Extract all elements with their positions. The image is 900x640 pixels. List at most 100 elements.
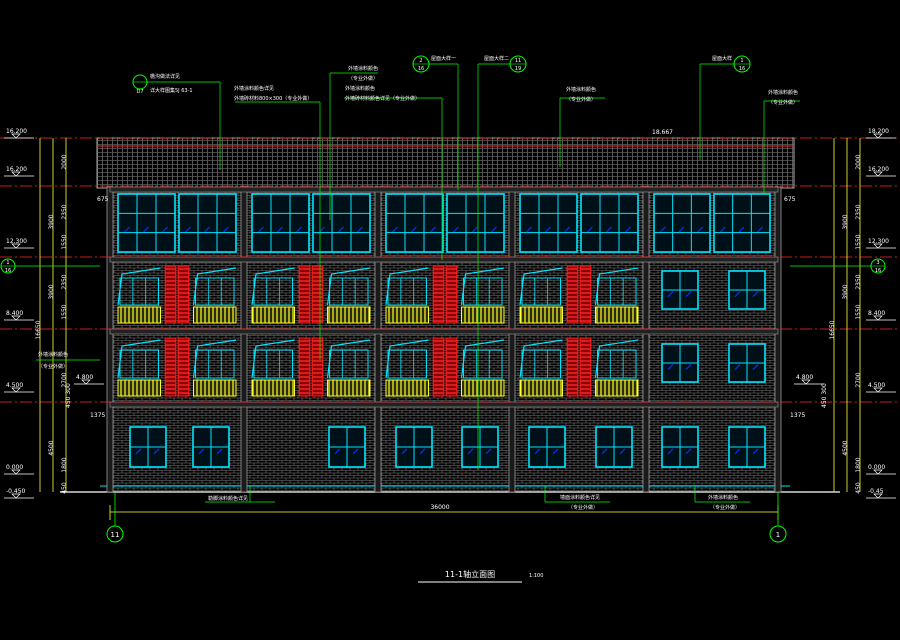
elevation-triangle [11, 133, 21, 139]
elevation-triangle [11, 171, 21, 177]
glass-mark [124, 226, 130, 233]
glass-mark [601, 448, 608, 455]
awning-frame [519, 267, 563, 306]
glass-mark [162, 226, 168, 233]
bottom-coating-line2: （专业外做） [710, 504, 740, 511]
glass-mark [392, 226, 398, 233]
side-right-tag-top: 3 [876, 260, 879, 266]
glass-mark [734, 448, 741, 455]
window [446, 193, 505, 253]
dimension-label: 2000 [855, 154, 862, 169]
dimension-label: 3900 [48, 284, 55, 299]
dimension-label: 2700 [855, 372, 862, 387]
balcony-railing [461, 306, 505, 324]
window-frame [580, 193, 639, 253]
dimension-label: 3900 [842, 284, 849, 299]
glass-mark [223, 226, 229, 233]
glass-mark [338, 226, 344, 233]
elevation-triangle [873, 315, 883, 321]
balcony-glazing [253, 277, 293, 306]
glass-mark [334, 448, 341, 455]
balcony-railing [595, 306, 639, 324]
elevation-label: 0.000 [868, 464, 885, 471]
glass-mark [697, 226, 704, 233]
glass-mark [719, 226, 726, 233]
awning-frame [192, 267, 237, 306]
balcony-railing [251, 306, 295, 324]
balcony-railing [519, 379, 563, 397]
awning-frame [594, 267, 639, 306]
callout-roof1-tag-bottom: 16 [418, 66, 424, 72]
elevation-triangle [873, 387, 883, 393]
shutter-panel [566, 265, 579, 324]
glass-mark [277, 226, 283, 233]
balcony-screen [251, 339, 295, 397]
shutter-panel [311, 265, 324, 324]
window [251, 193, 310, 253]
dimension-label: 1550 [61, 304, 68, 319]
column [240, 186, 248, 493]
awning-frame [251, 339, 295, 379]
window [661, 343, 699, 383]
glass-mark [752, 448, 759, 455]
callout-side-right: 3 16 [790, 258, 886, 274]
shutter-panel [311, 337, 324, 397]
glass-mark [685, 364, 692, 370]
dimension-label: 2350 [855, 274, 862, 289]
glass-mark [401, 448, 408, 455]
balcony-glazing [463, 277, 503, 306]
glass-mark [198, 448, 205, 455]
axis-label-left: 11 [111, 531, 120, 539]
column [374, 186, 382, 493]
glass-mark [352, 448, 359, 455]
callout-wall-brick: 外墙涂料颜色详见 外墙砖材料800×300（专业外做） [234, 85, 321, 360]
callout-coating-c-line1: 外墙涂料颜色 [566, 86, 596, 93]
glass-mark [552, 448, 559, 455]
callout-coating-b: 外墙涂料颜色 外墙砖材料颜色详见（专业外做） [344, 85, 443, 260]
dimension-label: 450 [855, 482, 862, 494]
dimension-labels-right: 2000235015503900235015503900270018004504… [829, 154, 862, 494]
awning-frame [385, 339, 429, 379]
floor-band [109, 186, 779, 193]
balcony-glazing [463, 349, 503, 379]
glass-mark [587, 226, 593, 233]
callout-eaves-line2: 详大样图集5J 63-1 [150, 87, 193, 94]
shutter-panel [164, 337, 177, 397]
callout-roof-detail-3: 1 16 屋面大样 [699, 55, 751, 160]
balcony-screen [117, 267, 161, 324]
balcony-railing [385, 306, 429, 324]
dimension-labels-left: 2000235015503900235015503900270018004504… [35, 154, 68, 494]
balcony-screen [519, 339, 563, 397]
glass-mark [752, 364, 759, 370]
callout-roof3-text: 屋面大样 [712, 55, 732, 62]
elevation-label: -0.450 [6, 488, 26, 495]
bottom-coating-line1: 外墙涂料颜色 [708, 494, 738, 501]
glass-mark [296, 226, 302, 233]
shutter-panel [432, 265, 445, 324]
balcony-glazing [521, 277, 561, 306]
dimension-label: 1550 [855, 234, 862, 249]
window [312, 193, 371, 253]
dimension-chain-right [833, 138, 861, 492]
glass-mark [545, 226, 551, 233]
glass-mark [472, 226, 478, 233]
glass-mark [453, 226, 459, 233]
elevation-triangle [873, 493, 883, 499]
bottom-plinth-text: 勒脚涂料颜色详见 [208, 495, 248, 502]
awning-frame [460, 339, 505, 379]
window [395, 426, 433, 468]
dimension-label: 1550 [855, 304, 862, 319]
window [595, 426, 633, 468]
dimension-label: 2350 [61, 204, 68, 219]
axis-label-right: 1 [776, 531, 780, 539]
awning-frame [192, 339, 237, 379]
bottom-wall-line2: （专业外做） [568, 504, 598, 511]
glass-mark [491, 226, 497, 233]
elevation-triangle [873, 133, 883, 139]
shutter-panel [298, 337, 311, 397]
glass-mark [752, 291, 759, 297]
shutter-panel [566, 337, 579, 397]
elevation-label: 4.500 [868, 382, 885, 389]
balcony-railing [327, 379, 371, 397]
glass-mark [419, 448, 426, 455]
